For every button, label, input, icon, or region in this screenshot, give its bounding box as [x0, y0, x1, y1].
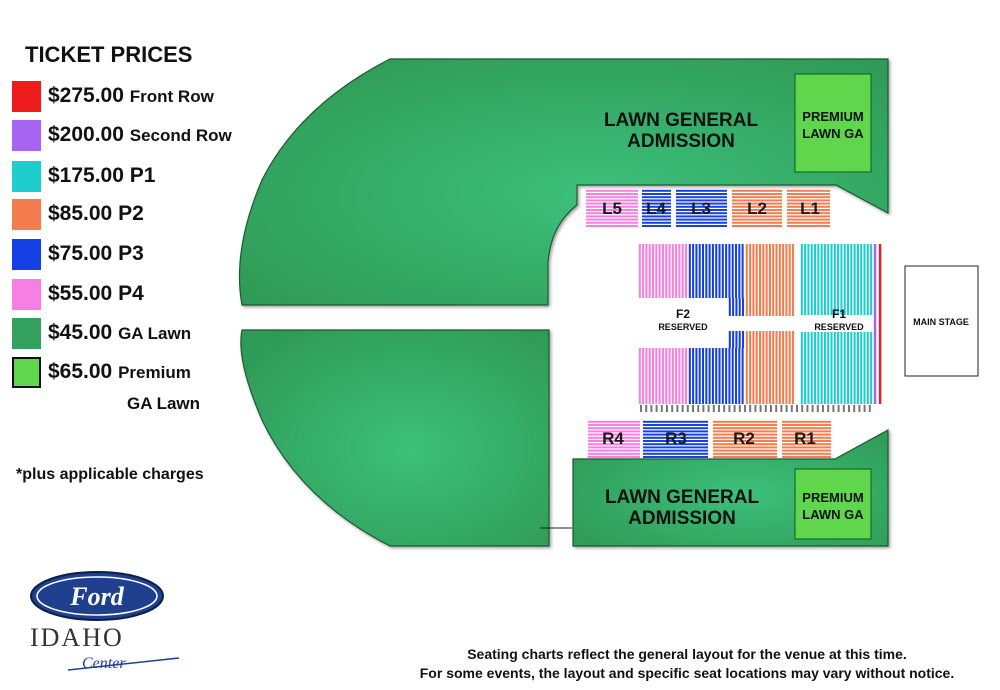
section-label-l1: L1	[800, 199, 820, 218]
floor-f1-lower-cyan[interactable]	[800, 332, 873, 404]
lawn-lower-label-2: ADMISSION	[628, 508, 736, 529]
legend-price: $75.00	[48, 242, 113, 265]
legend-swatch	[12, 81, 41, 112]
legend-swatch	[12, 357, 41, 388]
legend-label: Front Row	[129, 87, 214, 106]
section-label-r4: R4	[602, 429, 624, 448]
section-l1[interactable]	[787, 189, 830, 227]
charges-note: *plus applicable charges	[16, 466, 204, 483]
section-label-l3: L3	[691, 199, 711, 218]
legend-item-front-row: $275.00 Front Row	[12, 81, 342, 115]
idaho-logo-text: IDAHO	[30, 623, 124, 652]
legend-swatch	[12, 120, 41, 151]
section-label-l5: L5	[602, 199, 622, 218]
ford-oval	[30, 571, 164, 621]
legend-swatch	[12, 318, 41, 349]
ford-idaho-center-logo: Ford IDAHO Center	[30, 571, 180, 672]
section-l5[interactable]	[586, 189, 638, 227]
legend-label: P1	[129, 164, 156, 187]
legend-label: P2	[118, 202, 144, 225]
legend-item-second-row: $200.00 Second Row	[12, 120, 342, 154]
legend-price: $85.00	[48, 202, 113, 225]
legend-label: GA Lawn	[118, 324, 192, 343]
legend-price: $45.00	[48, 321, 113, 344]
legend-title: TICKET PRICES	[25, 42, 193, 67]
floor-f2-lower-blue-ext[interactable]	[728, 331, 745, 348]
lawn-upper[interactable]	[238, 58, 889, 306]
lawn-lower-label-1: LAWN GENERAL	[605, 487, 760, 508]
floor-f2-lower-blue[interactable]	[688, 348, 744, 404]
premium-lawn-bottom[interactable]	[794, 468, 872, 540]
main-stage[interactable]	[904, 265, 979, 377]
section-r4[interactable]	[588, 420, 640, 458]
main-stage-label: MAIN STAGE	[913, 317, 969, 327]
row-letter-marks	[640, 405, 871, 412]
floor-f1-upper-cyan[interactable]	[800, 244, 873, 315]
legend-item-ga-lawn: $45.00 GA Lawn	[12, 318, 342, 352]
legend-item-p1: $175.00 P1	[12, 161, 342, 195]
section-r2[interactable]	[713, 420, 777, 458]
legend-swatch	[12, 239, 41, 270]
floor-f1-front-row[interactable]	[878, 244, 882, 404]
section-label-l2: L2	[747, 199, 767, 218]
premium-bottom-label-2: LAWN GA	[802, 507, 864, 522]
premium-top-label-2: LAWN GA	[802, 126, 864, 141]
section-label-r2: R2	[733, 429, 755, 448]
legend-item-p2: $85.00 P2	[12, 199, 342, 233]
section-l2[interactable]	[732, 189, 782, 227]
lawn-upper-label-1: LAWN GENERAL	[604, 110, 759, 131]
floor-f1-label: F1	[832, 307, 846, 321]
premium-top-label-1: PREMIUM	[802, 109, 863, 124]
legend-label: P4	[118, 282, 144, 305]
floor-f2-upper-pink[interactable]	[638, 244, 688, 298]
lawn-upper-label-2: ADMISSION	[627, 131, 735, 152]
section-r3[interactable]	[643, 420, 708, 458]
legend-label-line2: GA Lawn	[127, 394, 201, 413]
legend-label: P3	[118, 242, 144, 265]
floor-f2-lower-pink[interactable]	[638, 348, 688, 404]
floor-f2-upper-blue[interactable]	[688, 244, 744, 298]
legend-label: Second Row	[129, 126, 232, 145]
legend-item-p4: $55.00 P4	[12, 279, 342, 313]
floor-f2-upper-blue-ext[interactable]	[728, 298, 745, 316]
floor-f1-second-row[interactable]	[873, 244, 877, 404]
legend-swatch	[12, 199, 41, 230]
legend-swatch	[12, 279, 41, 310]
section-label-r1: R1	[794, 429, 816, 448]
floor-f2-upper-orange[interactable]	[745, 244, 795, 316]
legend-label: Premium	[118, 363, 191, 382]
floor-f2-label: F2	[676, 307, 690, 321]
disclaimer-line-2: For some events, the layout and specific…	[419, 665, 955, 681]
section-l4[interactable]	[642, 189, 671, 227]
legend-price: $200.00	[48, 123, 124, 146]
ford-logo-text: Ford	[69, 582, 124, 611]
section-l3[interactable]	[676, 189, 727, 227]
floor-f2-lower-orange[interactable]	[745, 331, 795, 404]
center-logo-text: Center	[82, 655, 126, 672]
legend-item-p3: $75.00 P3	[12, 239, 342, 273]
legend-price: $65.00	[48, 360, 113, 383]
legend-price: $275.00	[48, 84, 124, 107]
premium-bottom-label-1: PREMIUM	[802, 490, 863, 505]
disclaimer: Seating charts reflect the general layou…	[372, 645, 1000, 683]
legend-price: $55.00	[48, 282, 113, 305]
floor-f1-reserved: RESERVED	[814, 322, 864, 332]
section-label-l4: L4	[646, 199, 666, 218]
legend-swatch	[12, 161, 41, 192]
section-r1[interactable]	[782, 420, 831, 458]
section-label-r3: R3	[665, 429, 687, 448]
premium-lawn-top[interactable]	[794, 73, 872, 173]
floor-f2-reserved: RESERVED	[658, 322, 708, 332]
legend-price: $175.00	[48, 164, 124, 187]
disclaimer-line-1: Seating charts reflect the general layou…	[467, 646, 907, 662]
lawn-lower[interactable]	[240, 329, 550, 547]
legend-item-premium-ga-lawn: $65.00 Premium GA Lawn	[12, 357, 342, 413]
